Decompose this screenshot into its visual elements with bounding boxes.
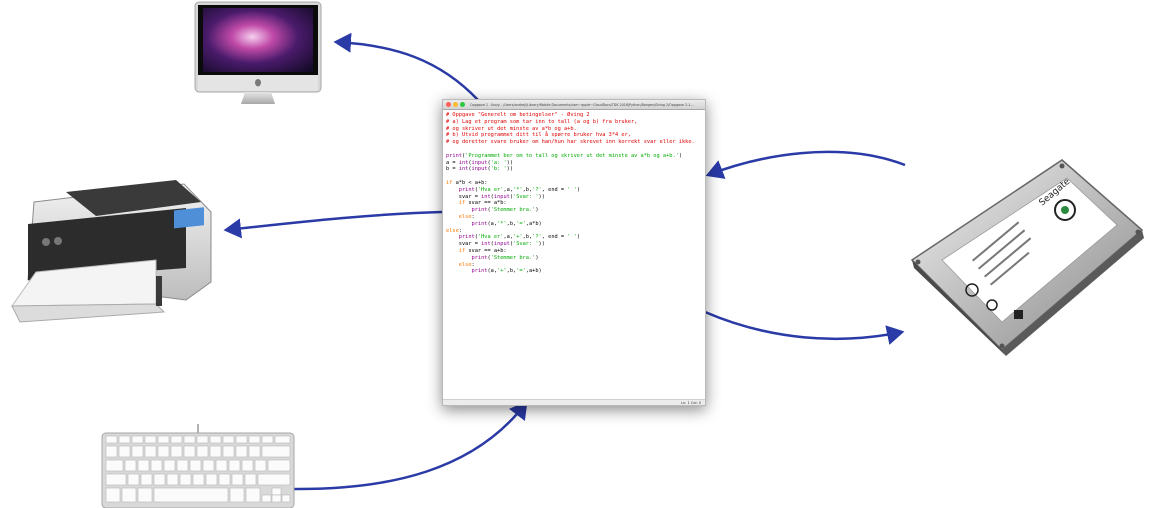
code-line: # Oppgave "Generelt om betingelser" - Øv…: [446, 112, 590, 118]
cursor-position: Ln: 1 Col: 0: [681, 401, 701, 405]
code-line: [446, 146, 702, 153]
code-line: if svar == a*b:: [458, 200, 507, 207]
code-line: [446, 173, 702, 180]
hard-disk-icon: Seagate: [910, 159, 1144, 356]
code-area[interactable]: # Oppgave "Generelt om betingelser" - Øv…: [443, 110, 705, 277]
code-line: print(a,'+',b,'=',a+b): [471, 268, 542, 275]
close-button[interactable]: [446, 102, 451, 107]
window-titlebar[interactable]: Oppgave 2 - Ikuzy - /Users/andreji/Libra…: [443, 100, 705, 110]
code-line: svar = int(input('Svar: ')): [446, 193, 545, 200]
code-line: print('Hva er',a,'*',b,'?', end = ' '): [458, 186, 581, 193]
code-line: print('Stemmer bra.'): [471, 207, 539, 214]
keyboard-icon: [101, 424, 295, 508]
status-bar: Ln: 1 Col: 0: [443, 399, 705, 405]
code-line: else:: [458, 261, 475, 268]
zoom-button[interactable]: [460, 102, 465, 107]
arrow-to-monitor: [333, 32, 479, 101]
code-line: # b) Utvid programmet ditt til å spørre …: [446, 132, 631, 139]
code-line: a = int(input('a: ')): [446, 159, 514, 166]
arrow-from-disk: [705, 150, 906, 179]
code-line: svar = int(input('Svar: ')): [446, 241, 545, 248]
minimize-button[interactable]: [453, 102, 458, 107]
code-line: else:: [458, 213, 475, 220]
code-line: print(a,'*',b,'=',a*b): [471, 220, 542, 227]
code-line: b = int(input('b: ')): [446, 166, 514, 173]
code-line: else:: [446, 227, 462, 234]
code-line: # og skriver ut det minste av a*b og a+b…: [446, 125, 577, 132]
window-title: Oppgave 2 - Ikuzy - /Users/andreji/Libra…: [470, 102, 694, 107]
code-line: print('Stemmer bra.'): [471, 254, 539, 261]
code-line: # a) Lag et program som tar inn to tall …: [446, 118, 638, 125]
printer-icon: [11, 180, 212, 323]
imac-monitor-icon: [194, 1, 322, 104]
arrow-from-keyboard: [291, 401, 528, 491]
arrow-to-disk: [704, 310, 905, 345]
code-line: # og deretter svare bruker om han/hun ha…: [446, 139, 695, 146]
code-line: if a*b < a+b:: [446, 179, 488, 186]
code-line: print('Programmet ber om to tall og skri…: [446, 152, 683, 159]
code-line: if svar == a+b:: [458, 247, 507, 254]
code-line: print('Hva er',a,'+',b,'?', end = ' '): [458, 234, 581, 241]
code-editor-window[interactable]: Oppgave 2 - Ikuzy - /Users/andreji/Libra…: [442, 99, 706, 406]
arrow-to-printer: [223, 210, 443, 239]
